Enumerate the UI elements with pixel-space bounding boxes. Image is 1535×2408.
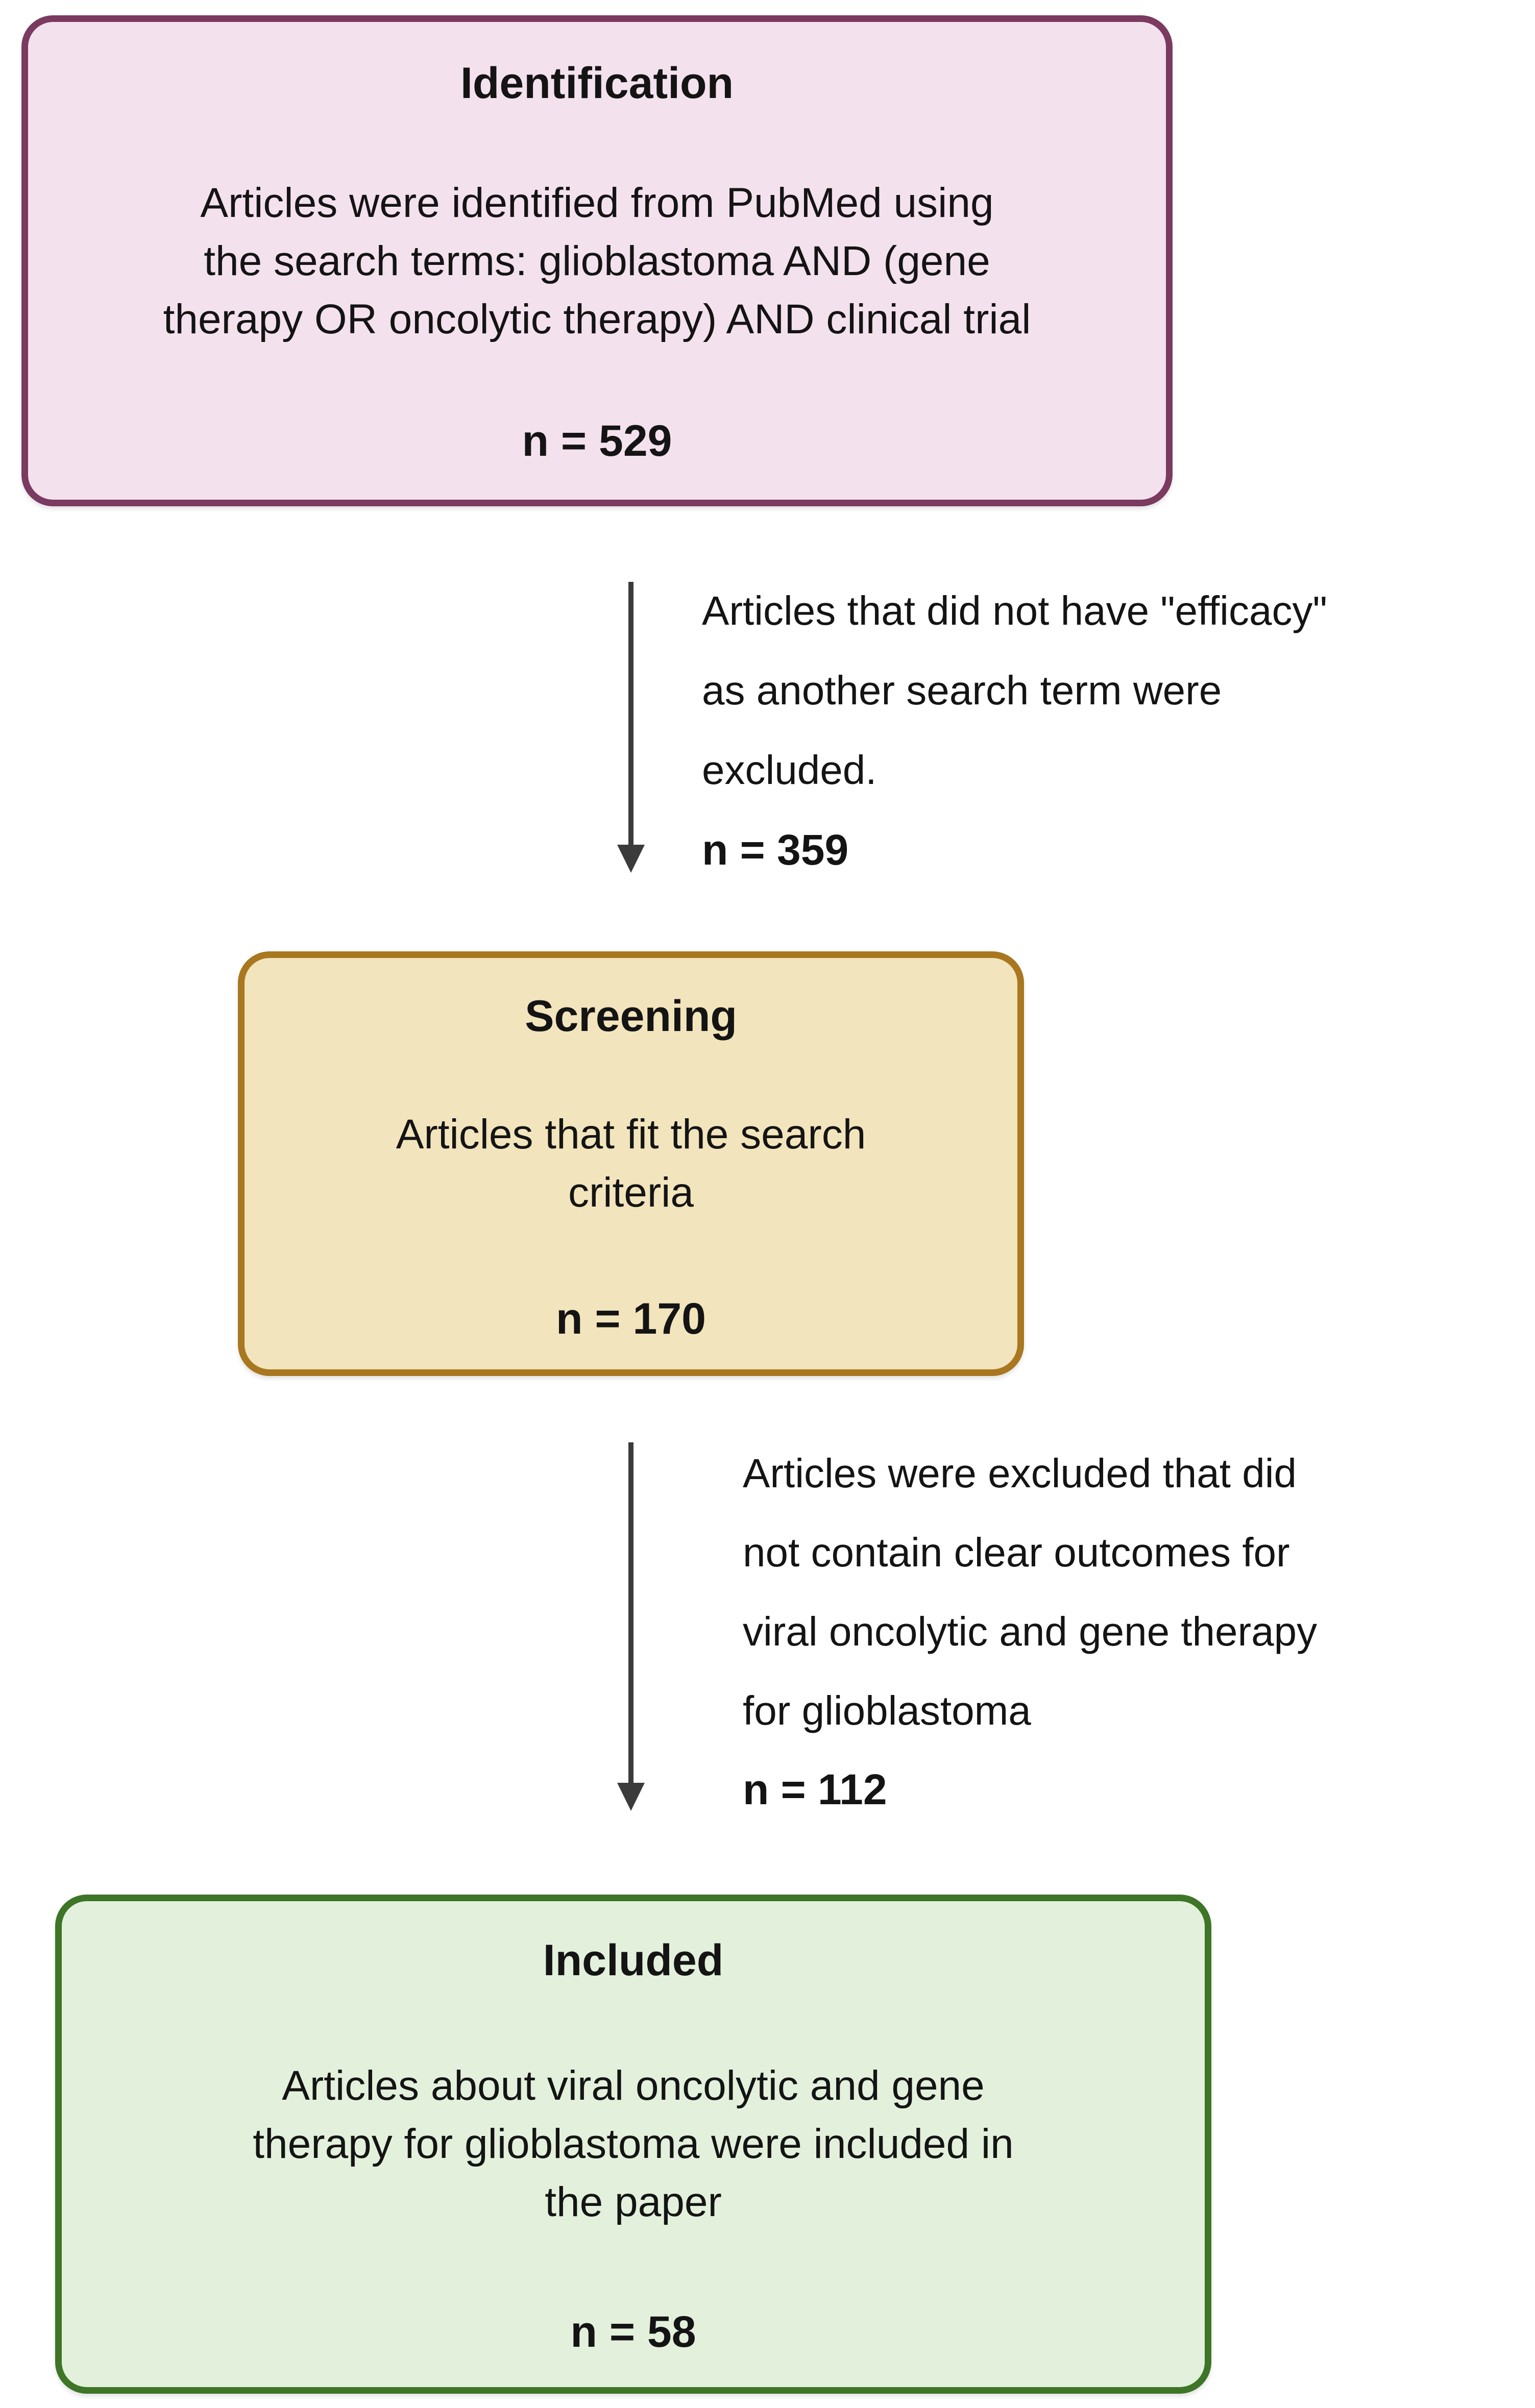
exclusion-note-line: not contain clear outcomes for [743, 1530, 1290, 1575]
identification-body-line: Articles were identified from PubMed usi… [200, 180, 994, 226]
included-body: Articles about viral oncolytic and gene … [62, 2057, 1205, 2231]
screening-body: Articles that fit the search criteria [245, 1105, 1017, 1222]
exclusion-note-2: Articles were excluded that did not cont… [743, 1434, 1535, 1829]
included-body-line: therapy for glioblastoma were included i… [253, 2121, 1014, 2167]
exclusion-note-count: n = 359 [702, 826, 849, 874]
arrow-shaft [628, 1442, 634, 1785]
exclusion-note-line: Articles were excluded that did [743, 1451, 1297, 1496]
exclusion-note-line: for glioblastoma [743, 1688, 1031, 1733]
included-box: Included Articles about viral oncolytic … [55, 1895, 1211, 2394]
screening-count: n = 170 [555, 1294, 706, 1343]
exclusion-note-line: Articles that did not have "efficacy" [702, 588, 1327, 633]
exclusion-note-line: viral oncolytic and gene therapy [743, 1609, 1318, 1654]
arrow-head [617, 1783, 645, 1811]
included-title: Included [543, 1936, 724, 1985]
screening-body-line: criteria [568, 1169, 694, 1216]
down-arrow-icon [617, 582, 645, 873]
exclusion-note-line: as another search term were [702, 668, 1222, 713]
screening-box: Screening Articles that fit the search c… [238, 951, 1024, 1376]
down-arrow-icon [617, 1442, 645, 1811]
identification-body-line: therapy OR oncolytic therapy) AND clinic… [163, 296, 1031, 342]
included-body-line: Articles about viral oncolytic and gene [282, 2062, 985, 2109]
included-count: n = 58 [570, 2307, 696, 2356]
identification-title: Identification [460, 59, 734, 108]
screening-body-line: Articles that fit the search [396, 1111, 866, 1158]
arrow-shaft [628, 582, 634, 847]
arrow-head [617, 845, 645, 873]
screening-title: Screening [525, 992, 737, 1041]
exclusion-note-count: n = 112 [743, 1765, 887, 1813]
identification-body-line: the search terms: glioblastoma AND (gene [204, 238, 990, 284]
identification-body: Articles were identified from PubMed usi… [28, 174, 1166, 349]
identification-box: Identification Articles were identified … [21, 15, 1173, 506]
exclusion-note-1: Articles that did not have "efficacy" as… [702, 571, 1535, 890]
included-body-line: the paper [545, 2179, 722, 2225]
identification-count: n = 529 [522, 416, 672, 465]
exclusion-note-line: excluded. [702, 747, 877, 793]
